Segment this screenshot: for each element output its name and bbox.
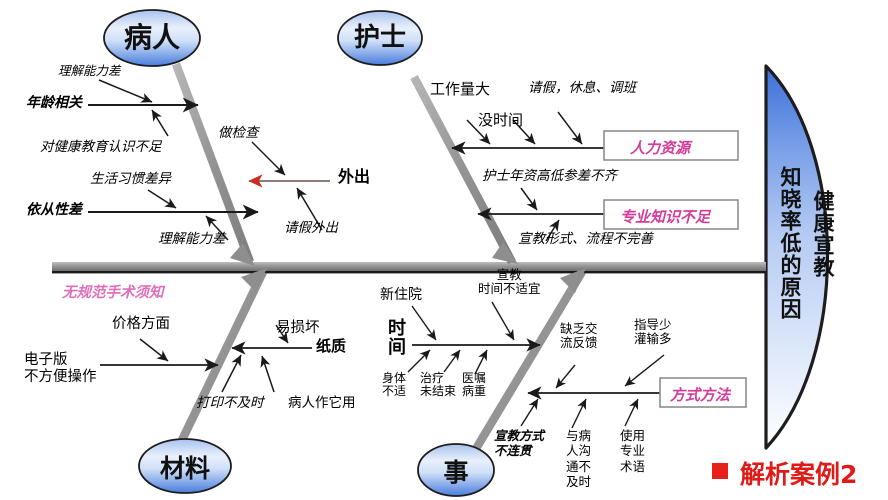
material-b2-below-b: 病人作它用: [288, 395, 356, 411]
nurse-b1-box-text: 人力资源: [630, 139, 691, 157]
patient-b3-label: 外出: [338, 167, 371, 186]
material-pink-note: 无规范手术须知: [62, 285, 164, 301]
matters-b1-below-c-line1: 医嘱: [462, 371, 487, 385]
material-b2-above: 易损坏: [276, 320, 320, 336]
matters-b1-below-b-line1: 治疗: [420, 371, 445, 385]
patient-b2-below: 理解能力差: [158, 231, 226, 247]
matters-b1-below-c: 医嘱 病重: [462, 371, 487, 399]
patient-b1-label: 年龄相关: [26, 95, 82, 111]
category-label-nurse: 护士: [353, 23, 406, 53]
fish-head: [764, 64, 830, 450]
material-subbone-1: [100, 338, 219, 372]
material-b1-above: 价格方面: [112, 316, 170, 332]
category-ellipse-matters: [417, 443, 495, 497]
material-b1-label: 电子版 不方便操作: [24, 352, 97, 387]
matters-b1-above-b-line2: 时间不适宜: [478, 281, 541, 297]
matters-subbone-2: [520, 354, 747, 429]
case-label: 解析案例2: [740, 460, 858, 489]
matters-b1-below-a-line1: 身体: [382, 371, 407, 385]
material-b1-label-line2: 不方便操作: [24, 369, 97, 386]
patient-subbone-3: [248, 141, 330, 231]
nurse-b1-c: 请假，休息、调班: [528, 80, 636, 96]
matters-b2-above-a: 缺乏交 流反馈: [560, 321, 598, 351]
matters-b1-below-a: 身体 不适: [382, 371, 407, 399]
nurse-b1-b: 没时间: [478, 111, 524, 129]
material-b2-label: 纸质: [316, 337, 347, 355]
nurse-b2-box-text: 专业知识不足: [620, 208, 711, 226]
matters-b2-above-a-line2: 流反馈: [560, 335, 598, 351]
matters-b1-label-line1: 时: [388, 318, 406, 339]
matters-b1-label-line2: 间: [388, 336, 406, 358]
patient-b2-label: 依从性差: [26, 202, 82, 218]
matters-b1-above-a: 新住院: [380, 287, 422, 303]
matters-b1-above-b: 宣教 时间不适宜: [478, 267, 541, 297]
matters-b2-above-b-line1: 指导少: [634, 317, 672, 332]
nurse-b1-a: 工作量大: [430, 80, 491, 98]
patient-b2-above: 生活习惯差异: [90, 171, 171, 187]
head-cause-text: 知晓率低的原因: [778, 166, 802, 320]
matters-b1-below-b-line2: 未结束: [420, 384, 457, 399]
matters-b1-below-b: 治疗 未结束: [420, 371, 457, 399]
matters-b2-above-a-line1: 缺乏交: [560, 321, 598, 336]
nurse-b2-below: 宣教形式、流程不完善: [518, 231, 653, 247]
matters-b2-above-b-line2: 灌输多: [634, 331, 672, 347]
patient-subbone-1: [88, 79, 199, 137]
material-subbone-2: [221, 324, 312, 393]
patient-b1-below: 对健康教育认识不足: [40, 139, 162, 155]
patient-b3-above: 做检查: [218, 125, 259, 141]
matters-b2-below-c: 使用专业术语: [620, 428, 646, 474]
material-bone: [178, 268, 267, 442]
category-label-patient: 病人: [123, 21, 180, 54]
matters-b1-below-c-line2: 病重: [462, 384, 487, 399]
matters-b2-below-a-line2: 不连贯: [494, 443, 532, 458]
nurse-b2-above: 护士年资高低参差不齐: [482, 168, 617, 184]
category-ellipse-patient: [103, 9, 201, 67]
category-ellipse-material: [138, 438, 232, 494]
patient-bone: [172, 62, 255, 266]
category-label-material: 材料: [159, 454, 210, 483]
matters-b2-above-b: 指导少 灌输多: [634, 317, 672, 347]
matters-bone: [470, 268, 586, 455]
matters-b2-below-a-line1: 宣教方式: [494, 428, 545, 443]
category-ellipse-nurse: [337, 10, 423, 66]
matters-b2-below-b: 与病人沟通不及时: [566, 428, 592, 489]
patient-b1-above: 理解能力差: [58, 63, 121, 78]
patient-b3-below: 请假外出: [284, 220, 338, 236]
material-b2-below-a: 打印不及时: [196, 395, 264, 411]
matters-b1-label: 时 间: [388, 318, 406, 358]
patient-subbone-2: [88, 189, 259, 241]
nurse-subbone-1: [451, 111, 739, 161]
category-label-matters: 事: [443, 458, 469, 487]
material-b1-label-line1: 电子版: [24, 352, 68, 368]
case-bullet-icon: [712, 463, 728, 479]
matters-b2-below-a: 宣教方式 不连贯: [494, 428, 544, 458]
nurse-subbone-2: [477, 187, 739, 242]
matters-b2-box-text: 方式方法: [670, 386, 731, 404]
matters-b1-above-b-line1: 宣教: [496, 267, 522, 282]
matters-subbone-1: [407, 301, 541, 375]
head-topic-text: 健康宣教: [811, 190, 835, 278]
nurse-bone: [410, 75, 518, 264]
main-spine: [52, 262, 766, 274]
matters-b1-below-a-line2: 不适: [382, 384, 407, 399]
